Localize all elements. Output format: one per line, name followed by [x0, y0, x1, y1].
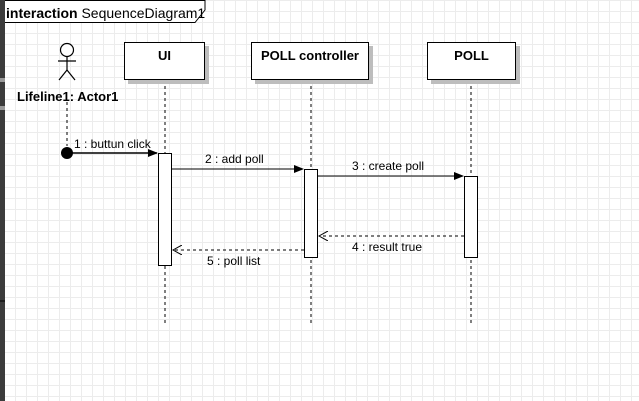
frame-tab: [5, 0, 206, 23]
panel-marker: [0, 78, 5, 82]
message-4-label: 4 : result true: [352, 240, 423, 254]
message-1-label: 1 : buttun click: [74, 137, 151, 151]
message-5-label: 5 : poll list: [207, 254, 261, 268]
message-2-label: 2 : add poll: [205, 152, 264, 166]
frame-title: interaction SequenceDiagram1: [6, 5, 206, 21]
lifeline-label: POLL: [454, 48, 489, 63]
lifeline-poll-controller-head[interactable]: POLL controller: [251, 42, 369, 80]
activation-bar-ui[interactable]: [158, 153, 172, 266]
activation-bar-poll[interactable]: [464, 176, 478, 258]
panel-divider: [0, 300, 5, 302]
actor-label: Lifeline1: Actor1: [17, 89, 119, 104]
left-panel-edge: [0, 0, 5, 401]
lifeline-label: POLL controller: [261, 48, 359, 63]
lifeline-ui-head[interactable]: UI: [124, 42, 205, 80]
lifeline-label: UI: [158, 48, 171, 63]
lifeline-poll-head[interactable]: POLL: [427, 42, 516, 80]
message-3-label: 3 : create poll: [352, 159, 425, 173]
panel-marker: [0, 106, 5, 110]
activation-bar-poll-controller[interactable]: [304, 169, 318, 258]
actor-icon: [58, 42, 76, 81]
